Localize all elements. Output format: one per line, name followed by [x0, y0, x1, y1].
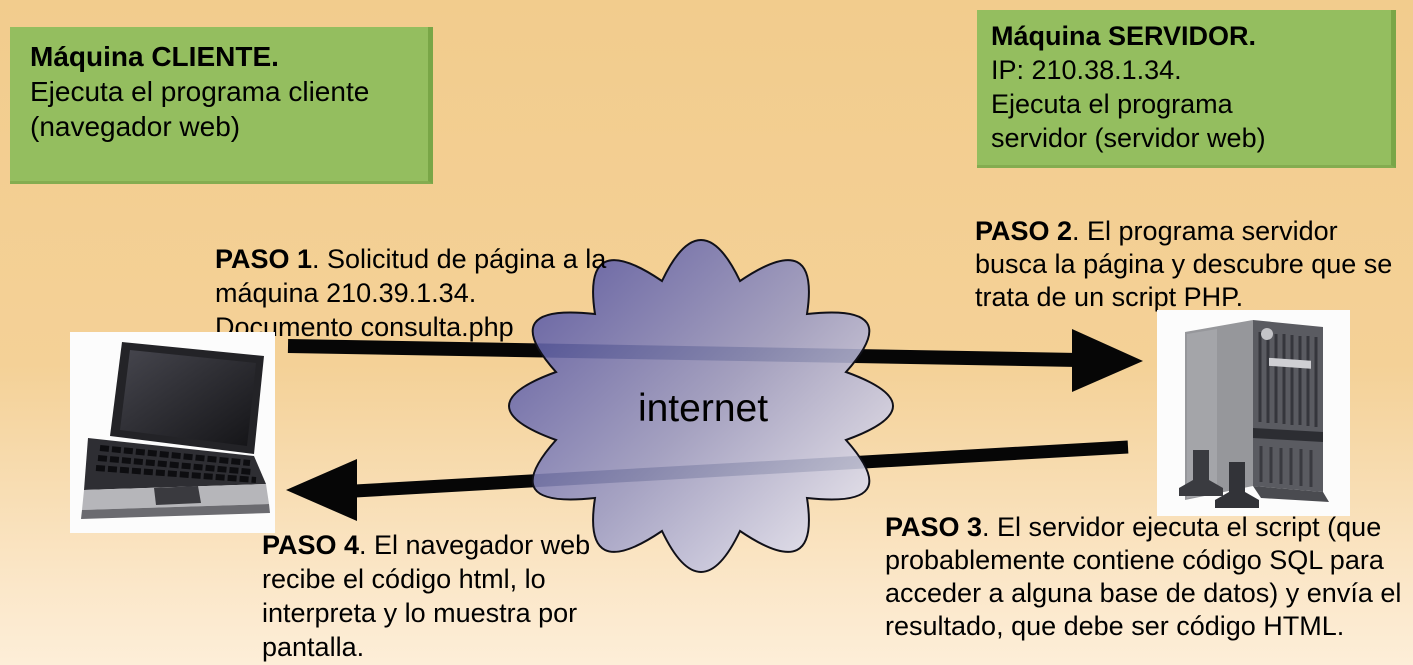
paso3-text: . El servidor ejecuta el script (que pro… [885, 512, 1402, 641]
laptop-image [70, 332, 275, 533]
internet-cloud [508, 239, 894, 573]
server-image [1157, 310, 1350, 516]
laptop-illustration [81, 342, 270, 519]
server-illustration [1179, 320, 1329, 508]
paso2-label: PASO 2 [975, 216, 1073, 246]
client-box-line: (navegador web) [30, 111, 241, 142]
paso1-caption: PASO 1. Solicitud de página a la máquina… [215, 242, 615, 344]
client-box-title: Máquina CLIENTE. [30, 41, 279, 72]
client-machine-box: Máquina CLIENTE. Ejecuta el programa cli… [10, 27, 433, 184]
paso2-text: . El programa servidor busca la página y… [975, 216, 1393, 312]
server-machine-box: Máquina SERVIDOR. IP: 210.38.1.34. Ejecu… [977, 10, 1396, 168]
client-box-line: Ejecuta el programa cliente [30, 76, 370, 107]
internet-label: internet [638, 387, 768, 430]
server-box-title: Máquina SERVIDOR. [991, 21, 1257, 51]
paso4-caption: PASO 4. El navegador web recibe el códig… [262, 528, 627, 664]
paso1-label: PASO 1 [215, 244, 313, 274]
server-box-line: IP: 210.38.1.34. [991, 55, 1182, 85]
server-box-line: Ejecuta el programa [991, 89, 1233, 119]
paso3-caption: PASO 3. El servidor ejecuta el script (q… [885, 511, 1413, 643]
server-box-line: servidor (servidor web) [991, 123, 1266, 153]
paso3-label: PASO 3 [885, 512, 983, 542]
paso4-text: . El navegador web recibe el código html… [262, 530, 591, 662]
paso2-caption: PASO 2. El programa servidor busca la pá… [975, 215, 1407, 314]
paso4-label: PASO 4 [262, 530, 360, 560]
